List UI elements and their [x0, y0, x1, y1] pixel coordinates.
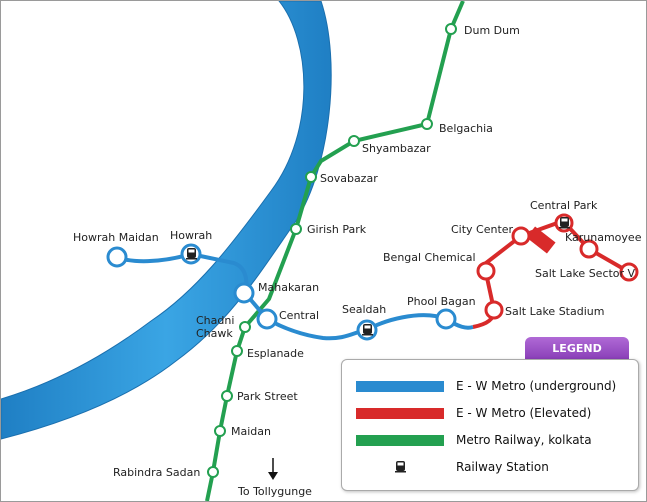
label-city-center: City Center [451, 223, 514, 236]
river [1, 1, 332, 440]
station-belgachia[interactable] [421, 118, 433, 130]
label-girish-park: Girish Park [307, 223, 367, 236]
station-mahakaran[interactable] [233, 282, 255, 304]
station-chadni-chawk[interactable] [239, 321, 251, 333]
station-dum-dum[interactable] [445, 23, 457, 35]
legend-swatch-underground [356, 380, 444, 392]
label-salt-lake-sector-v: Salt Lake Sector V [535, 267, 636, 280]
label-chadni-chawk: Chadni Chawk [196, 314, 238, 340]
label-bengal-chemical: Bengal Chemical [383, 251, 476, 264]
train-icon [394, 461, 406, 473]
label-mahakaran: Mahakaran [258, 281, 319, 294]
legend-swatch-metro-railway [356, 434, 444, 446]
station-city-center[interactable] [511, 226, 531, 246]
label-to-tollygunge: To Tollygunge [237, 485, 312, 498]
station-salt-lake-stadium[interactable] [484, 300, 504, 320]
label-sealdah: Sealdah [342, 303, 386, 316]
label-park-street: Park Street [237, 390, 298, 403]
label-central-park: Central Park [530, 199, 598, 212]
label-karunamoyee: Karunamoyee [565, 231, 642, 244]
train-icon [559, 217, 570, 229]
red-depot-marker [526, 226, 556, 254]
station-esplanade[interactable] [231, 345, 243, 357]
legend-item-underground: E - W Metro (underground) [356, 378, 616, 394]
train-icon [362, 324, 373, 336]
legend-label: E - W Metro (underground) [456, 379, 617, 393]
station-bengal-chemical[interactable] [476, 261, 496, 281]
train-icon [186, 248, 197, 260]
station-shyambazar[interactable] [348, 135, 360, 147]
label-howrah-maidan: Howrah Maidan [73, 231, 159, 244]
station-girish-park[interactable] [290, 223, 302, 235]
legend-label: E - W Metro (Elevated) [456, 406, 592, 420]
station-karunamoyee[interactable] [579, 239, 599, 259]
station-central[interactable] [256, 308, 278, 330]
legend-swatch-elevated [356, 407, 444, 419]
label-esplanade: Esplanade [247, 347, 304, 360]
label-maidan: Maidan [231, 425, 271, 438]
station-maidan[interactable] [214, 425, 226, 437]
label-phool-bagan: Phool Bagan [407, 295, 476, 308]
label-shyambazar: Shyambazar [362, 142, 431, 155]
label-howrah: Howrah [170, 229, 212, 242]
station-phool-bagan[interactable] [435, 308, 457, 330]
station-park-street[interactable] [221, 390, 233, 402]
legend-item-elevated: E - W Metro (Elevated) [356, 405, 591, 421]
label-salt-lake-stadium: Salt Lake Stadium [505, 305, 604, 318]
label-sovabazar: Sovabazar [320, 172, 378, 185]
station-sovabazar[interactable] [305, 171, 317, 183]
label-dum-dum: Dum Dum [464, 24, 520, 37]
legend-title: LEGEND [525, 337, 629, 359]
station-salt-lake-sector-v[interactable] [619, 262, 639, 282]
legend-item-railway-station: Railway Station [356, 459, 549, 475]
legend: E - W Metro (underground) E - W Metro (E… [341, 359, 639, 491]
arrow-down-icon [268, 458, 278, 480]
label-belgachia: Belgachia [439, 122, 493, 135]
legend-label: Metro Railway, kolkata [456, 433, 592, 447]
label-central: Central [279, 309, 319, 322]
legend-item-metro-railway: Metro Railway, kolkata [356, 432, 592, 448]
legend-label: Railway Station [456, 460, 549, 474]
label-rabindra-sadan: Rabindra Sadan [113, 466, 200, 479]
station-howrah-maidan[interactable] [106, 246, 128, 268]
station-rabindra-sadan[interactable] [207, 466, 219, 478]
